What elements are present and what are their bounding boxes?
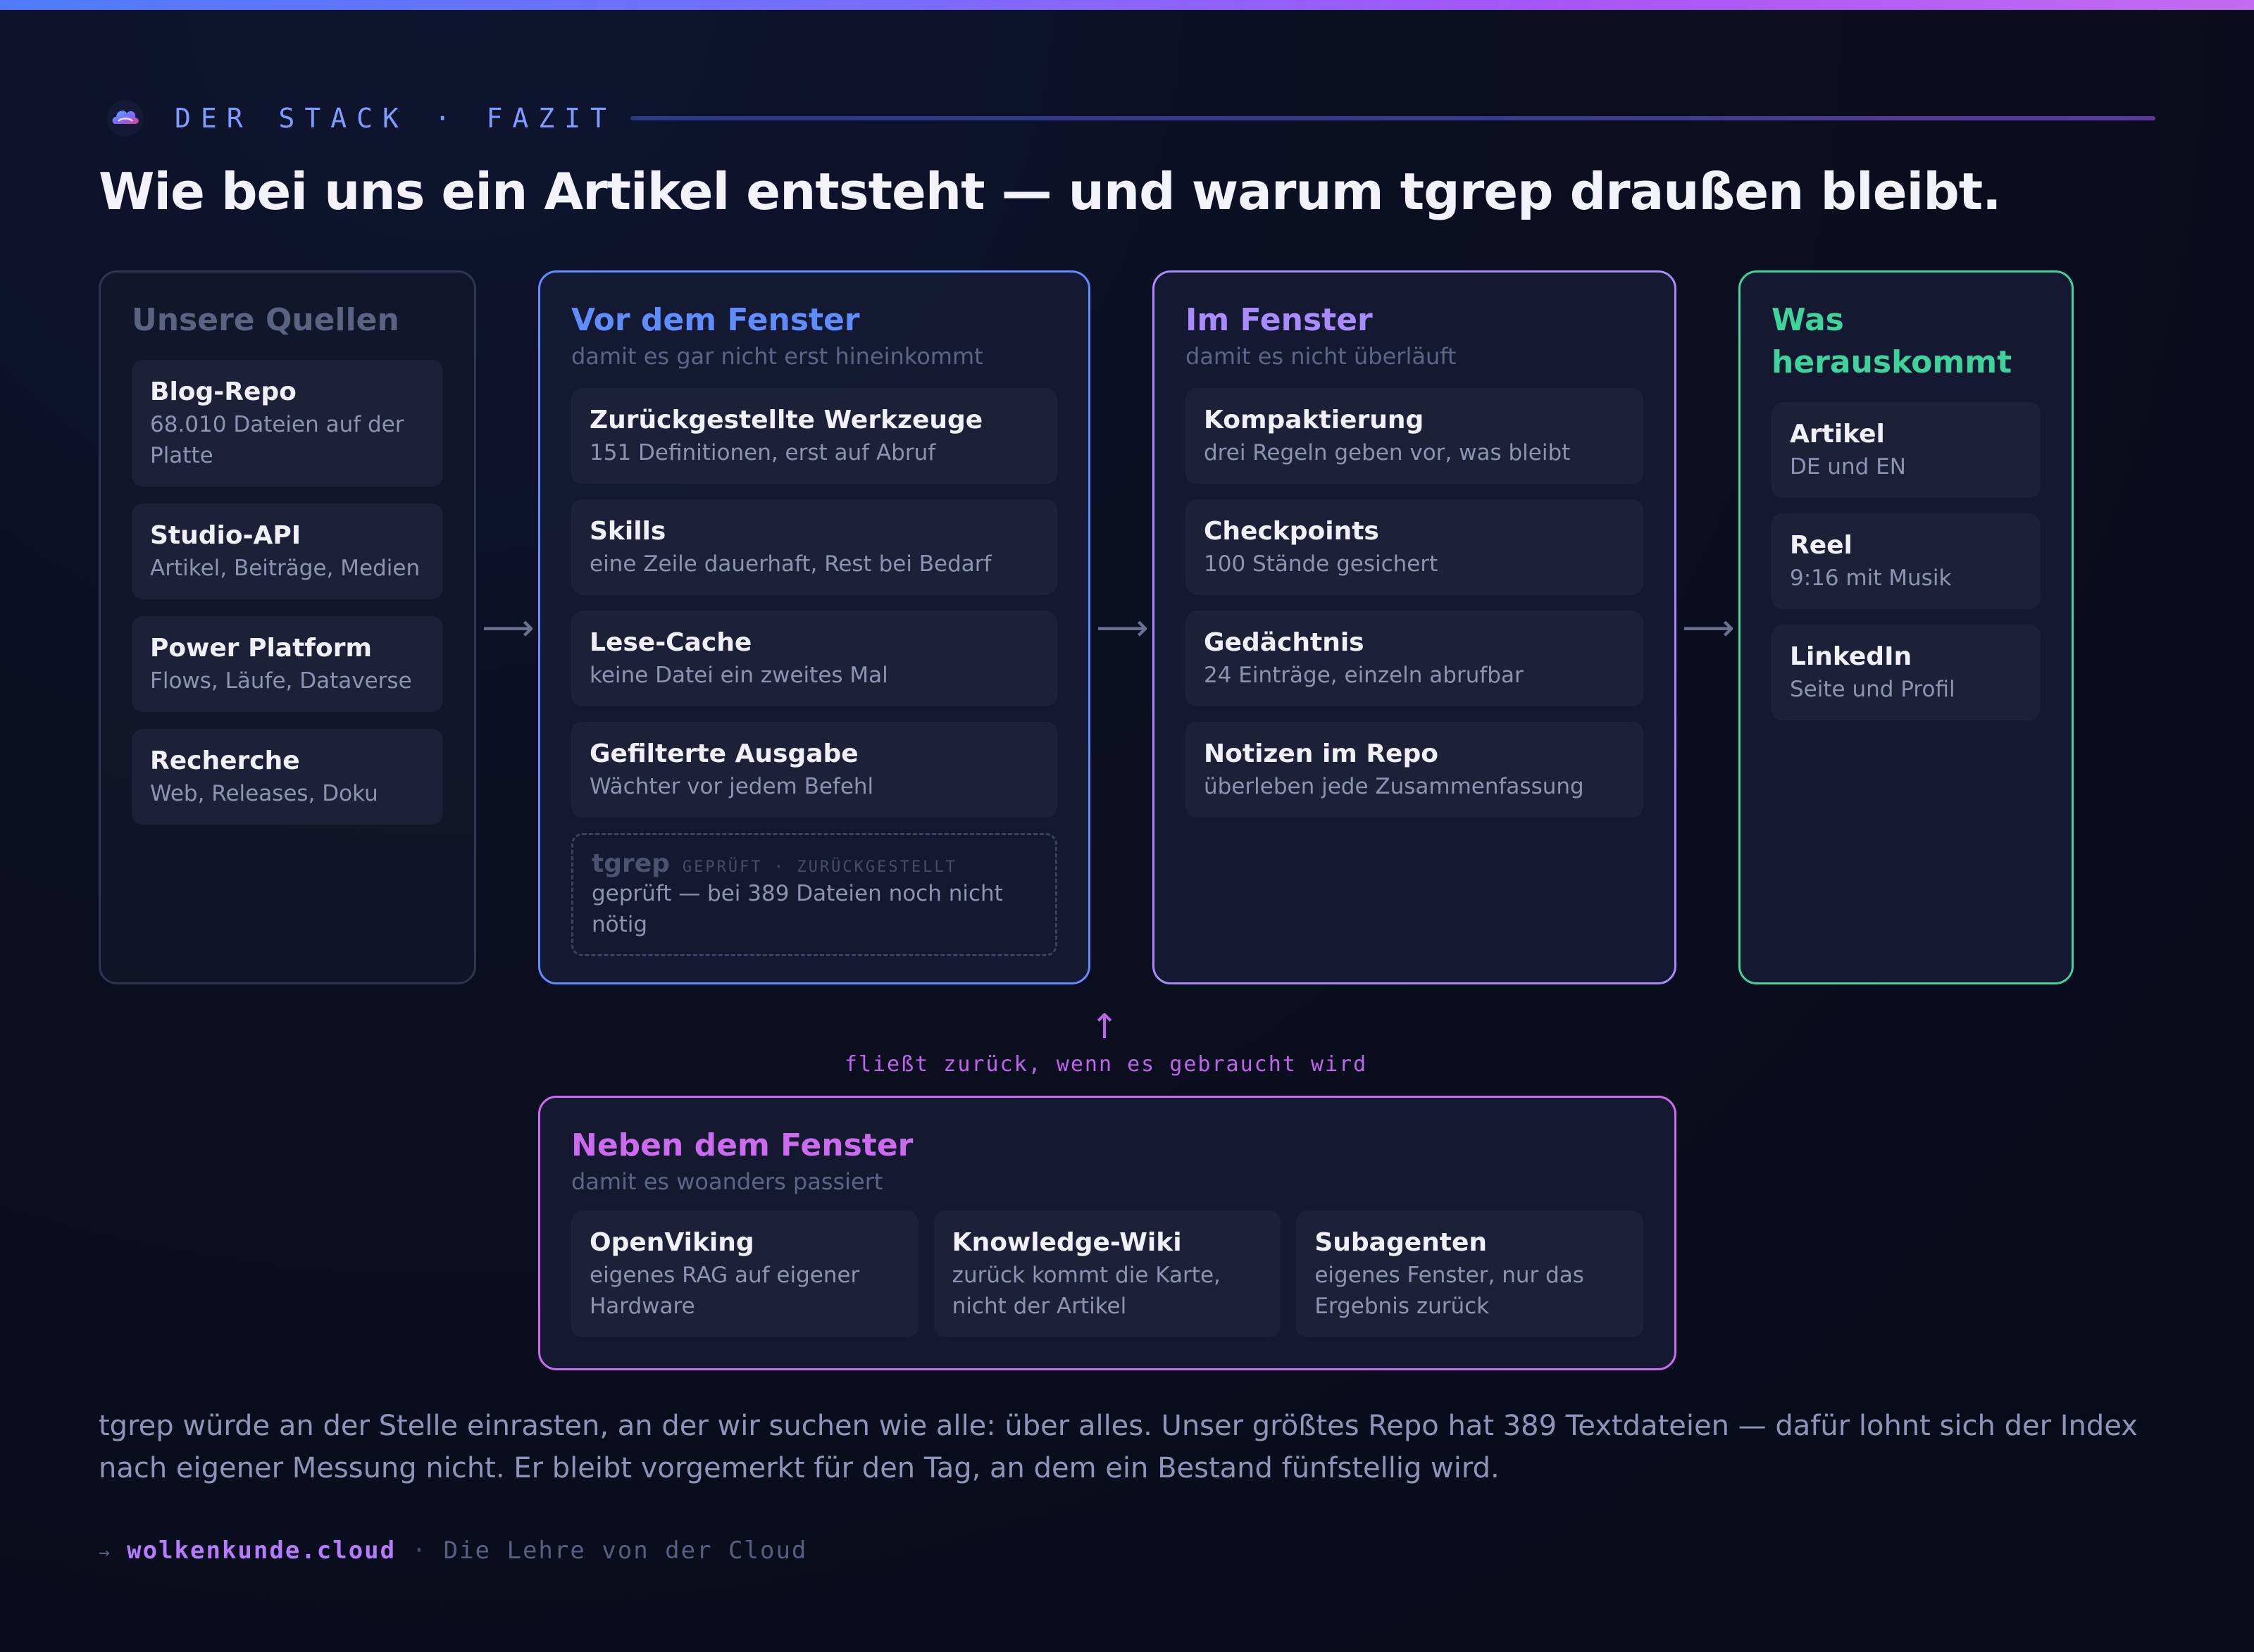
sources-heading: Unsere Quellen	[132, 302, 399, 338]
output-card-text: 9:16 mit Musik	[1790, 565, 1952, 591]
before-card-text: keine Datei ein zweites Mal	[590, 663, 888, 688]
page-title: Wie bei uns ein Artikel entsteht — und w…	[99, 162, 2002, 221]
source-card: Blog-Repo 68.010 Dateien auf der Platte	[132, 360, 443, 487]
before-card: Lese-Cache keine Datei ein zweites Mal	[571, 611, 1057, 706]
top-gradient-bar	[0, 0, 2254, 10]
footer-tagline: Die Lehre von der Cloud	[443, 1537, 808, 1565]
beside-card-text: zurück kommt die Karte, nicht der Artike…	[952, 1263, 1221, 1319]
source-title: Blog-Repo	[150, 377, 297, 406]
eyebrow-label: DER STACK · FAZIT	[175, 103, 616, 134]
inside-subheading: damit es nicht überläuft	[1185, 343, 1457, 370]
beside-card-title: OpenViking	[590, 1228, 754, 1257]
before-card: Zurückgestellte Werkzeuge 151 Definition…	[571, 388, 1057, 484]
source-title: Recherche	[150, 746, 300, 775]
arrow-up-icon: ↑	[1090, 1007, 1119, 1046]
source-text: 68.010 Dateien auf der Platte	[150, 412, 404, 468]
inside-heading: Im Fenster	[1185, 302, 1373, 338]
inside-card-title: Kompaktierung	[1204, 406, 1424, 434]
before-heading: Vor dem Fenster	[571, 302, 860, 338]
beside-card-text: eigenes Fenster, nur das Ergebnis zurück	[1314, 1263, 1584, 1319]
inside-card-text: drei Regeln geben vor, was bleibt	[1204, 440, 1571, 465]
beside-card: OpenViking eigenes RAG auf eigener Hardw…	[571, 1210, 919, 1337]
inside-card-title: Gedächtnis	[1204, 628, 1364, 657]
output-card-title: Artikel	[1790, 420, 1885, 449]
sources-column: Unsere Quellen Blog-Repo 68.010 Dateien …	[99, 270, 476, 984]
footer: → wolkenkunde.cloud · Die Lehre von der …	[99, 1537, 807, 1565]
before-card-title: Gefilterte Ausgabe	[590, 739, 859, 768]
header: DER STACK · FAZIT	[106, 99, 2155, 138]
arrow-right-icon: →	[99, 1542, 111, 1563]
tgrep-name: tgrep	[592, 849, 670, 878]
tgrep-header: tgrep GEPRÜFT · ZURÜCKGESTELLT	[592, 849, 1037, 878]
beside-cards: OpenViking eigenes RAG auf eigener Hardw…	[571, 1210, 1644, 1337]
output-card-text: DE und EN	[1790, 454, 1906, 480]
tgrep-deferred-card: tgrep GEPRÜFT · ZURÜCKGESTELLT geprüft —…	[571, 833, 1057, 956]
flow-arrow-icon: ⟶	[1682, 607, 1735, 649]
tgrep-text: geprüft — bei 389 Dateien noch nicht nöt…	[592, 881, 1003, 937]
beside-window-panel: Neben dem Fenster damit es woanders pass…	[538, 1096, 1676, 1370]
beside-subheading: damit es woanders passiert	[571, 1168, 883, 1195]
source-card: Studio-API Artikel, Beiträge, Medien	[132, 503, 443, 599]
footer-separator: ·	[411, 1537, 428, 1565]
before-card-text: Wächter vor jedem Befehl	[590, 774, 874, 799]
output-heading: Was herauskommt	[1772, 302, 2012, 380]
site-link[interactable]: wolkenkunde.cloud	[127, 1537, 397, 1565]
source-text: Web, Releases, Doku	[150, 781, 378, 806]
inside-card: Notizen im Repo überleben jede Zusammenf…	[1185, 722, 1643, 818]
beside-card: Knowledge-Wiki zurück kommt die Karte, n…	[933, 1210, 1281, 1337]
flow-back-label: fließt zurück, wenn es gebraucht wird	[844, 1052, 1368, 1077]
summary-text: tgrep würde an der Stelle einrasten, an …	[99, 1410, 2138, 1484]
output-card: Artikel DE und EN	[1772, 402, 2041, 498]
before-card-title: Lese-Cache	[590, 628, 752, 657]
before-window-column: Vor dem Fenster damit es gar nicht erst …	[538, 270, 1090, 984]
inside-card-text: 100 Stände gesichert	[1204, 551, 1438, 577]
inside-card: Checkpoints 100 Stände gesichert	[1185, 499, 1643, 595]
source-card: Power Platform Flows, Läufe, Dataverse	[132, 616, 443, 712]
flow-arrow-icon: ⟶	[482, 607, 535, 649]
output-card: LinkedIn Seite und Profil	[1772, 625, 2041, 720]
output-card-title: Reel	[1790, 531, 1853, 560]
before-card: Skills eine Zeile dauerhaft, Rest bei Be…	[571, 499, 1057, 595]
source-text: Artikel, Beiträge, Medien	[150, 556, 421, 581]
output-card: Reel 9:16 mit Musik	[1772, 513, 2041, 609]
inside-window-column: Im Fenster damit es nicht überläuft Komp…	[1152, 270, 1676, 984]
beside-heading: Neben dem Fenster	[571, 1127, 914, 1163]
inside-card-title: Checkpoints	[1204, 517, 1379, 546]
source-card: Recherche Web, Releases, Doku	[132, 729, 443, 825]
output-card-title: LinkedIn	[1790, 642, 1912, 671]
inside-card: Gedächtnis 24 Einträge, einzeln abrufbar	[1185, 611, 1643, 706]
beside-card-text: eigenes RAG auf eigener Hardware	[590, 1263, 860, 1319]
inside-card: Kompaktierung drei Regeln geben vor, was…	[1185, 388, 1643, 484]
eyebrow-divider	[630, 116, 2155, 120]
beside-card-title: Knowledge-Wiki	[952, 1228, 1182, 1257]
before-card: Gefilterte Ausgabe Wächter vor jedem Bef…	[571, 722, 1057, 818]
output-column: Was herauskommt Artikel DE und EN Reel 9…	[1738, 270, 2074, 984]
source-title: Power Platform	[150, 634, 372, 663]
beside-card-title: Subagenten	[1314, 1228, 1488, 1257]
cloud-logo-icon	[107, 100, 144, 137]
beside-card: Subagenten eigenes Fenster, nur das Erge…	[1296, 1210, 1644, 1337]
inside-card-title: Notizen im Repo	[1204, 739, 1438, 768]
output-card-text: Seite und Profil	[1790, 677, 1955, 702]
before-card-text: 151 Definitionen, erst auf Abruf	[590, 440, 936, 465]
inside-card-text: überleben jede Zusammenfassung	[1204, 774, 1584, 799]
before-subheading: damit es gar nicht erst hineinkommt	[571, 343, 983, 370]
source-text: Flows, Läufe, Dataverse	[150, 668, 412, 694]
inside-card-text: 24 Einträge, einzeln abrufbar	[1204, 663, 1524, 688]
before-card-title: Zurückgestellte Werkzeuge	[590, 406, 983, 434]
tgrep-status-badge: GEPRÜFT · ZURÜCKGESTELLT	[682, 858, 957, 876]
before-card-text: eine Zeile dauerhaft, Rest bei Bedarf	[590, 551, 992, 577]
before-card-title: Skills	[590, 517, 666, 546]
flow-arrow-icon: ⟶	[1096, 607, 1149, 649]
source-title: Studio-API	[150, 521, 301, 550]
